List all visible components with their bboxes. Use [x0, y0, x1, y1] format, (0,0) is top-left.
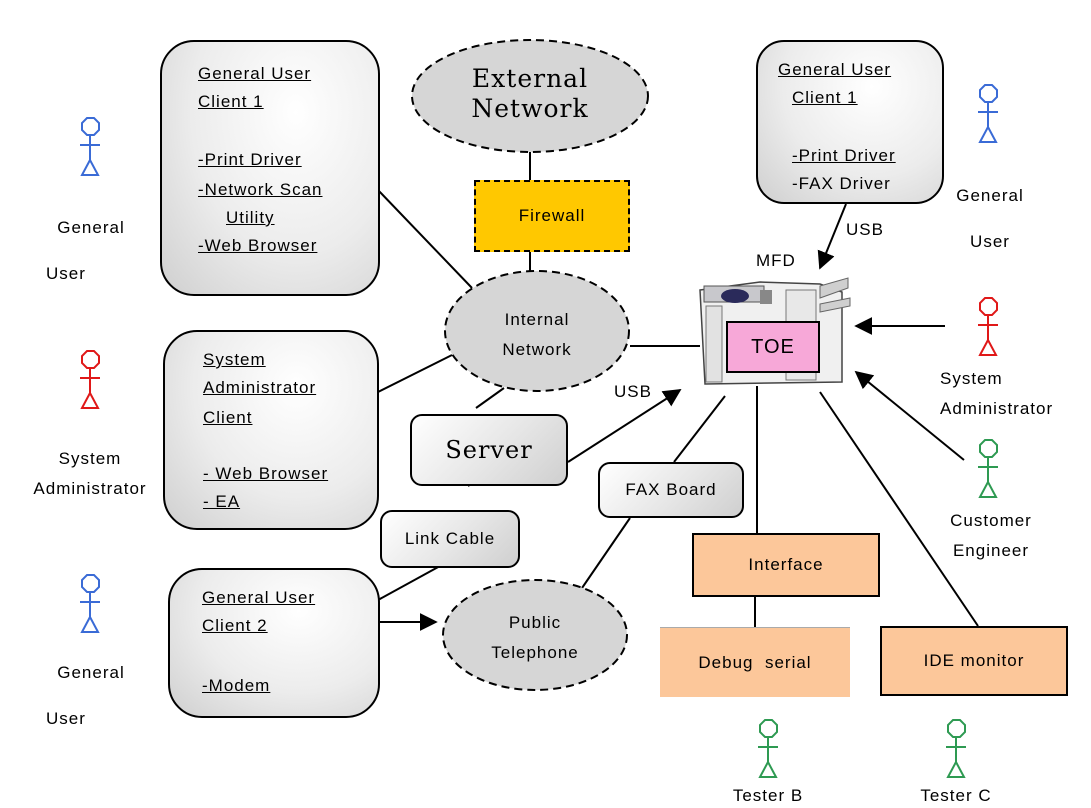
client-item-modem: -Modem: [202, 676, 271, 695]
gu-right-usb-arrow: [817, 203, 847, 270]
customer-engineer-label: Customer Engineer: [936, 506, 1046, 566]
general-user-right-icon: [978, 84, 998, 143]
client-item-print-driver: -Print Driver: [792, 146, 896, 165]
client-item-fax-driver: -FAX Driver: [792, 174, 891, 193]
firewall-box: Firewall: [474, 180, 630, 252]
client-subtitle: Client 2: [202, 616, 268, 635]
customer-engineer-icon: [978, 439, 998, 498]
server-internal-link: [475, 387, 505, 409]
client-item-print-driver: -Print Driver: [198, 150, 302, 169]
link-cable-label: Link Cable: [404, 529, 496, 548]
client-item-ea: - EA: [203, 492, 241, 511]
debug-serial-label: Debug serial: [698, 652, 812, 672]
usb-label-top: USB: [846, 220, 884, 239]
general-user-client-1-right: General User Client 1 -Print Driver -FAX…: [756, 40, 944, 204]
toe-box: TOE: [726, 321, 820, 373]
tester-b-icon: [758, 719, 778, 778]
general-user-right-label: General User: [950, 173, 1030, 265]
general-user-client-1-left: General User Client 1 -Print Driver -Net…: [160, 40, 380, 296]
tester-c-label: Tester C: [920, 786, 992, 805]
internal-network-label: Internal Network: [477, 305, 597, 365]
internal-network-line-2: Network: [502, 340, 572, 359]
client-subtitle: Client 1: [198, 92, 264, 111]
system-administrator-left-icon: [80, 350, 100, 409]
public-telephone-cloud: [442, 579, 628, 691]
client-item-web-browser: - Web Browser: [203, 464, 329, 483]
internal-network-line-1: Internal: [504, 310, 570, 329]
actor-label-line-1: Customer: [950, 511, 1032, 530]
system-administrator-right-label: System Administrator: [940, 364, 1090, 424]
usb-label-middle: USB: [614, 382, 652, 401]
general-user-left-bottom-icon: [80, 574, 100, 633]
system-administrator-client: System Administrator Client - Web Browse…: [163, 330, 379, 530]
client-title-2: Administrator: [203, 378, 317, 397]
fax-board-box: FAX Board: [598, 462, 744, 518]
public-telephone-label: Public Telephone: [475, 608, 595, 668]
actor-label-line-2: Administrator: [33, 479, 147, 498]
client-item-web-browser: -Web Browser: [198, 236, 318, 255]
debug-serial-box: Debug serial: [660, 627, 850, 697]
external-network-line-2: Network: [471, 94, 589, 123]
client-title: General User: [778, 60, 892, 79]
client-subtitle: Client 1: [792, 88, 858, 107]
actor-label-line-2: Engineer: [952, 541, 1030, 560]
interface-label: Interface: [748, 555, 824, 574]
faxboard-mfd-link: [673, 395, 726, 463]
fax-board-label: FAX Board: [625, 480, 717, 499]
ide-monitor-box: IDE monitor: [880, 626, 1068, 696]
general-user-left-top-icon: [80, 117, 100, 176]
link-cable-box: Link Cable: [380, 510, 520, 568]
system-administrator-right-icon: [978, 297, 998, 356]
sysadmin-internal-link: [377, 354, 453, 393]
gu1-internal-link: [377, 189, 473, 289]
actor-label-line-1: General: [57, 663, 125, 682]
client-item-utility: Utility: [226, 208, 275, 227]
server-box: Server: [410, 414, 568, 486]
actor-label-line-1: General: [57, 218, 125, 237]
client-title: General User: [202, 588, 316, 607]
public-telephone-line-2: Telephone: [491, 643, 579, 662]
actor-label-line-2: Administrator: [940, 399, 1054, 418]
actor-label-line-1: System: [58, 449, 122, 468]
engineer-arrow: [854, 370, 965, 461]
system-administrator-left-label: System Administrator: [20, 444, 160, 504]
server-mfd-usb: [567, 389, 682, 463]
internal-network-cloud: [444, 270, 630, 392]
client-title-3: Client: [203, 408, 253, 427]
general-user-left-top-label: General User: [36, 205, 146, 297]
actor-label-line-2: User: [970, 232, 1010, 251]
gu2-linkcable-link: [377, 565, 441, 601]
toe-label: TOE: [751, 335, 795, 358]
general-user-client-2: General User Client 2 -Modem: [168, 568, 380, 718]
actor-label-line-2: User: [46, 264, 86, 283]
tester-c-icon: [946, 719, 966, 778]
client-title: System: [203, 350, 266, 369]
interface-box: Interface: [692, 533, 880, 597]
mfd-label: MFD: [756, 251, 796, 270]
external-network-cloud: [411, 39, 649, 153]
general-user-left-bottom-label: General User: [36, 650, 146, 742]
ide-monitor-label: IDE monitor: [923, 651, 1025, 670]
actor-label-line-1: System: [940, 369, 1003, 388]
firewall-label: Firewall: [518, 206, 586, 225]
external-network-line-1: External: [471, 64, 589, 93]
client-title: General User: [198, 64, 312, 83]
tester-b-label: Tester B: [732, 786, 804, 805]
public-telephone-line-1: Public: [508, 613, 562, 632]
actor-label-line-1: General: [956, 186, 1024, 205]
client-item-network-scan: -Network Scan: [198, 180, 323, 199]
server-label: Server: [445, 436, 533, 464]
external-network-label: External Network: [430, 64, 630, 124]
mfd-ide-link: [819, 391, 979, 627]
telephone-faxboard-link: [581, 517, 631, 589]
actor-label-line-2: User: [46, 709, 86, 728]
